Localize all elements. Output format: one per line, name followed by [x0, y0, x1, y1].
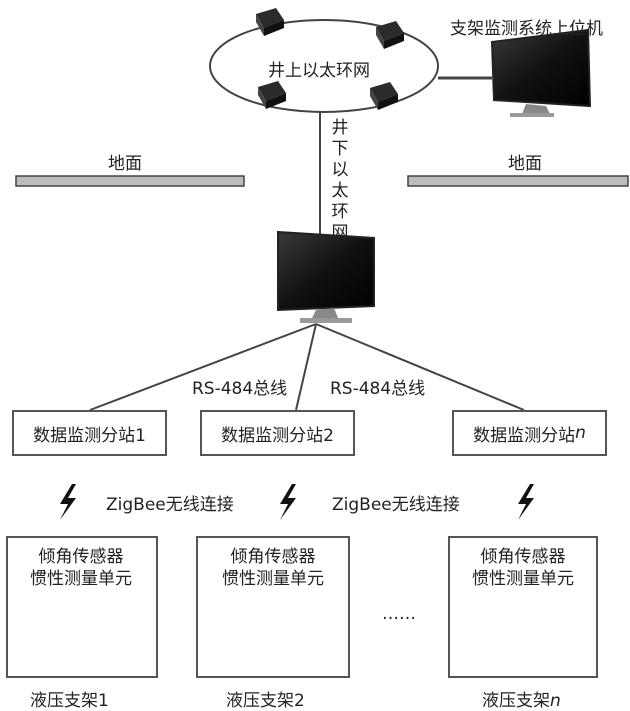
support-caption: 液压支架1: [30, 691, 109, 711]
support-unit-box: [448, 536, 598, 678]
ellipsis: ……: [382, 604, 416, 624]
sensor-line-1: 倾角传感器: [480, 547, 566, 567]
ground-label-left: 地面: [108, 154, 142, 174]
ground-bar-left: [15, 175, 245, 187]
host-monitor-icon: [490, 28, 592, 117]
wireless-label-left: ZigBee无线连接: [106, 495, 234, 515]
sensor-line-2: 惯性测量单元: [472, 569, 574, 589]
ring-switch-icon: [370, 82, 398, 110]
ring-switch-icon: [256, 8, 284, 36]
host-label: 支架监测系统上位机: [450, 19, 603, 39]
ground-bar-right: [407, 175, 629, 187]
substation-label: 数据监测分站2: [221, 425, 334, 446]
sensor-label: 倾角传感器 惯性测量单元: [6, 546, 156, 590]
underground-monitor-icon: [277, 230, 375, 323]
substation-index: n: [575, 423, 586, 443]
wireless-bolt-icon: [280, 484, 296, 520]
bus-line-2: [295, 323, 317, 411]
ethernet-ring: [209, 19, 439, 113]
substation-label: 数据监测分站: [473, 425, 576, 446]
support-unit-box: [6, 536, 158, 678]
support-caption: 液压支架n: [482, 686, 561, 711]
sensor-label: 倾角传感器 惯性测量单元: [198, 546, 348, 590]
substation-box: 数据监测分站1: [12, 410, 167, 456]
support-caption-index: n: [550, 691, 561, 711]
sensor-line-2: 惯性测量单元: [30, 569, 132, 589]
bus-label-right: RS-484总线: [330, 379, 426, 399]
sensor-line-1: 倾角传感器: [38, 547, 124, 567]
wireless-bolt-icon: [60, 484, 76, 520]
substation-box: 数据监测分站2: [200, 410, 355, 456]
bus-line-1: [89, 323, 317, 411]
downlink-label: 井下以太环网: [331, 118, 349, 243]
sensor-line-2: 惯性测量单元: [222, 569, 324, 589]
substation-label: 数据监测分站1: [33, 425, 146, 446]
bus-line-3: [315, 323, 525, 411]
ring-label: 井上以太环网: [268, 61, 370, 81]
support-caption: 液压支架2: [226, 691, 305, 711]
support-unit-box: [196, 536, 350, 678]
sensor-label: 倾角传感器 惯性测量单元: [448, 546, 598, 590]
wireless-bolt-icon: [518, 484, 534, 520]
sensor-line-1: 倾角传感器: [230, 547, 316, 567]
bus-label-left: RS-484总线: [192, 379, 288, 399]
ground-label-right: 地面: [508, 154, 542, 174]
support-caption-main: 液压支架: [482, 691, 550, 711]
wireless-label-right: ZigBee无线连接: [332, 495, 460, 515]
